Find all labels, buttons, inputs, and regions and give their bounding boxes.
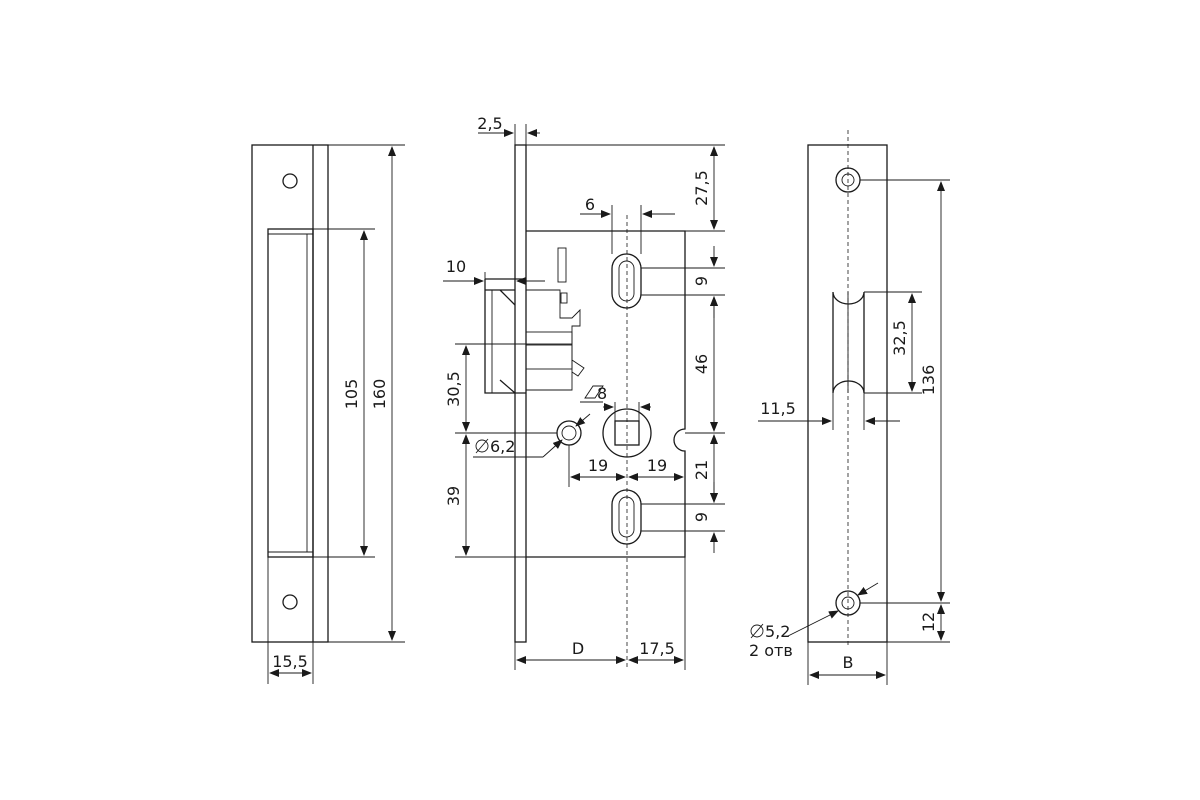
- screw-hole-bottom: [282, 594, 298, 610]
- dim-D: D: [572, 639, 584, 658]
- dim-105: 105: [342, 379, 361, 410]
- dim-15-5: 15,5: [272, 652, 308, 671]
- holes-note: 2 отв: [749, 641, 793, 660]
- dim-10: 10: [446, 257, 466, 276]
- dim-39: 39: [444, 486, 463, 506]
- diameter-symbol-icon: [475, 439, 489, 453]
- lock-body-view: 2,5 27,5 6 10 9 46 30,5: [443, 114, 725, 670]
- latch-bolt: [484, 278, 526, 394]
- diameter-symbol-icon: [750, 624, 764, 638]
- dim-2-5: 2,5: [477, 114, 502, 133]
- dim-12: 12: [919, 612, 938, 632]
- dim-5-2: 5,2: [765, 622, 790, 641]
- mounting-slot-bottom: [611, 489, 642, 545]
- square-symbol-icon: [584, 385, 604, 399]
- mounting-slot-top: [611, 253, 642, 309]
- dim-9-top: 9: [692, 276, 711, 286]
- dim-46: 46: [692, 354, 711, 374]
- dim-9-bottom: 9: [692, 512, 711, 522]
- striker-plate-view: 160 105 15,5: [251, 144, 405, 684]
- dim-30-5: 30,5: [444, 371, 463, 407]
- lock-case: [526, 230, 686, 558]
- screw-hole-top: [282, 173, 298, 189]
- dim-B: B: [843, 653, 854, 672]
- striker-plate-outline: [251, 144, 329, 643]
- striker-plate-opening: [267, 228, 314, 558]
- face-plate-front-view: 32,5 136 12 11,5 5,2 2 отв B: [749, 130, 950, 685]
- dim-17-5: 17,5: [639, 639, 675, 658]
- dim-8: 8: [597, 384, 607, 403]
- dim-27-5: 27,5: [692, 170, 711, 206]
- dim-6: 6: [585, 195, 595, 214]
- face-plate-front-outline: [807, 144, 888, 643]
- dim-19-right: 19: [647, 456, 667, 475]
- dim-11-5: 11,5: [760, 399, 796, 418]
- dim-21: 21: [692, 460, 711, 480]
- dim-6-2: 6,2: [490, 437, 515, 456]
- dim-160: 160: [370, 379, 389, 410]
- dim-32-5: 32,5: [890, 320, 909, 356]
- dim-136: 136: [919, 365, 938, 396]
- dim-19-left: 19: [588, 456, 608, 475]
- latch-opening: [832, 291, 865, 394]
